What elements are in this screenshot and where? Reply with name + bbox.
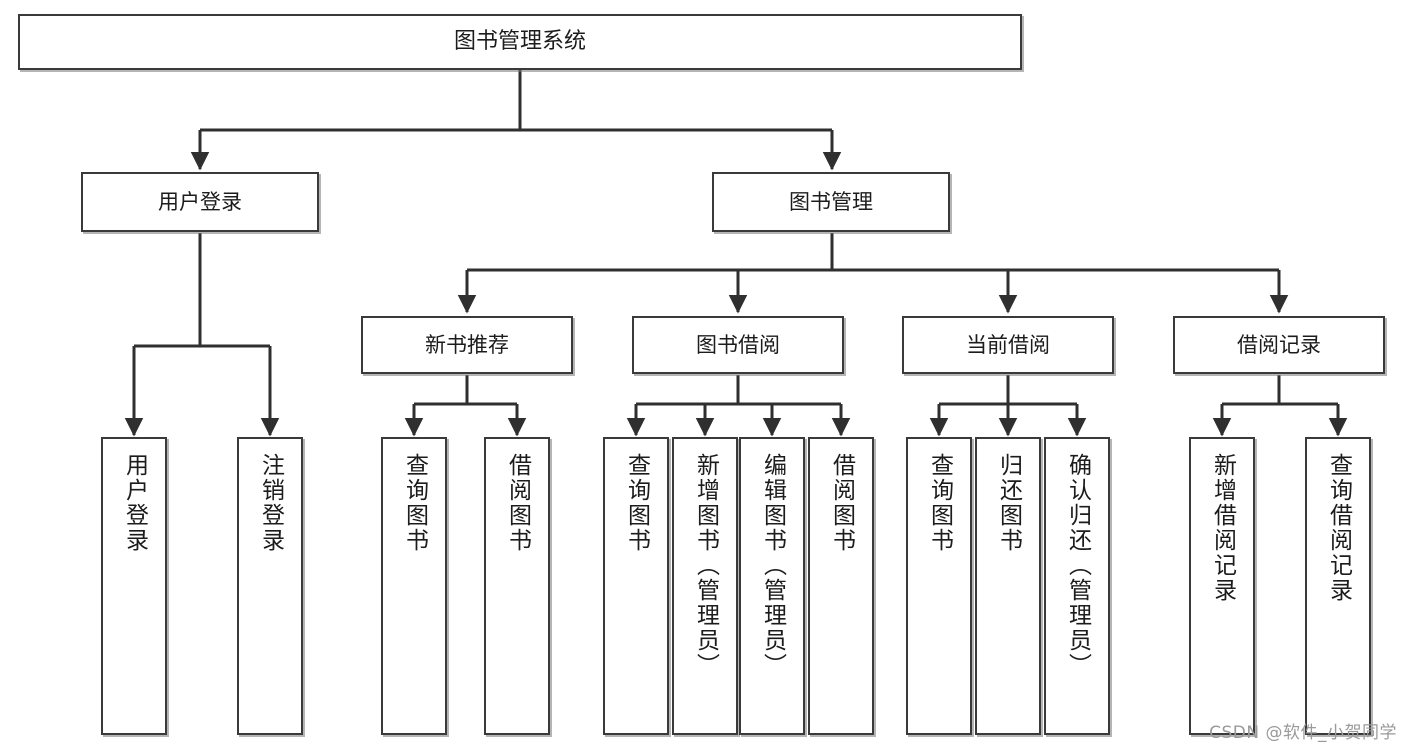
leaf-current-borrow-confirm-return[interactable]: 确认归还（管理员）: [1044, 437, 1110, 735]
node-label: 用户登录: [121, 453, 148, 553]
node-label: 图书管理系统: [453, 29, 586, 55]
node-label: 用户登录: [158, 189, 242, 214]
leaf-borrow-record-add[interactable]: 新增借阅记录: [1189, 437, 1255, 735]
leaf-current-borrow-return[interactable]: 归还图书: [975, 437, 1041, 735]
node-label: 图书管理: [789, 189, 873, 214]
node-label: 确认归还（管理员）: [1064, 453, 1091, 678]
leaf-user-login-login[interactable]: 用户登录: [101, 437, 167, 735]
leaf-book-borrow-query[interactable]: 查询图书: [603, 437, 669, 735]
node-label: 新增图书（管理员）: [692, 453, 719, 678]
node-label: 借阅记录: [1237, 332, 1321, 357]
node-label: 借阅图书: [828, 453, 855, 553]
csdn-watermark: CSDN @软件_小贺同学: [1209, 723, 1397, 743]
node-label: 借阅图书: [504, 453, 531, 553]
leaf-new-book-borrow[interactable]: 借阅图书: [484, 437, 550, 735]
node-borrow-record[interactable]: 借阅记录: [1173, 316, 1385, 374]
leaf-new-book-query[interactable]: 查询图书: [381, 437, 447, 735]
node-label: 图书借阅: [696, 332, 780, 357]
node-label: 查询图书: [926, 453, 953, 553]
node-label: 编辑图书（管理员）: [759, 453, 786, 678]
node-label: 查询借阅记录: [1325, 453, 1352, 603]
leaf-borrow-record-query[interactable]: 查询借阅记录: [1305, 437, 1371, 735]
node-new-book-recommendation[interactable]: 新书推荐: [361, 316, 573, 374]
node-label: 新书推荐: [425, 332, 509, 357]
node-current-borrow[interactable]: 当前借阅: [902, 316, 1114, 374]
node-label: 归还图书: [995, 453, 1022, 553]
node-label: 注销登录: [257, 453, 284, 553]
node-root-book-management-system[interactable]: 图书管理系统: [18, 14, 1022, 70]
leaf-user-login-logout[interactable]: 注销登录: [237, 437, 303, 735]
leaf-book-borrow-borrow[interactable]: 借阅图书: [808, 437, 874, 735]
leaf-book-borrow-add[interactable]: 新增图书（管理员）: [672, 437, 738, 735]
node-book-borrow[interactable]: 图书借阅: [632, 316, 844, 374]
leaf-book-borrow-edit[interactable]: 编辑图书（管理员）: [739, 437, 805, 735]
node-label: 查询图书: [401, 453, 428, 553]
node-book-management[interactable]: 图书管理: [712, 172, 950, 232]
node-label: 新增借阅记录: [1209, 453, 1236, 603]
leaf-current-borrow-query[interactable]: 查询图书: [906, 437, 972, 735]
node-label: 当前借阅: [966, 332, 1050, 357]
node-user-login[interactable]: 用户登录: [81, 172, 319, 232]
node-label: 查询图书: [623, 453, 650, 553]
